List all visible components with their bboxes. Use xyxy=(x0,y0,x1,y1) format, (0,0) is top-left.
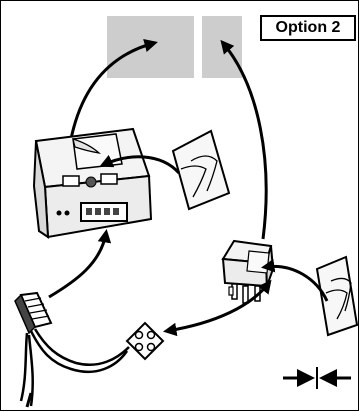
arrow-relay-plug-double xyxy=(163,279,272,337)
press-together-icon xyxy=(283,367,351,389)
arrow-sticker-to-relay xyxy=(260,258,329,302)
target-area-right xyxy=(202,16,242,78)
relay xyxy=(221,239,275,304)
control-module xyxy=(32,127,153,239)
target-area-left xyxy=(107,16,194,78)
arrow-relay-to-target-right xyxy=(220,39,268,240)
sticker-sheet-module xyxy=(171,129,231,211)
arrow-sticker-to-module xyxy=(99,154,181,175)
wiring-harness-connector xyxy=(14,291,130,408)
round-plug xyxy=(125,321,165,361)
arrow-module-to-target-left xyxy=(69,38,158,140)
sticker-sheet-relay xyxy=(315,255,359,337)
arrow-harness-to-module xyxy=(48,229,112,299)
option-label: Option 2 xyxy=(260,15,356,41)
